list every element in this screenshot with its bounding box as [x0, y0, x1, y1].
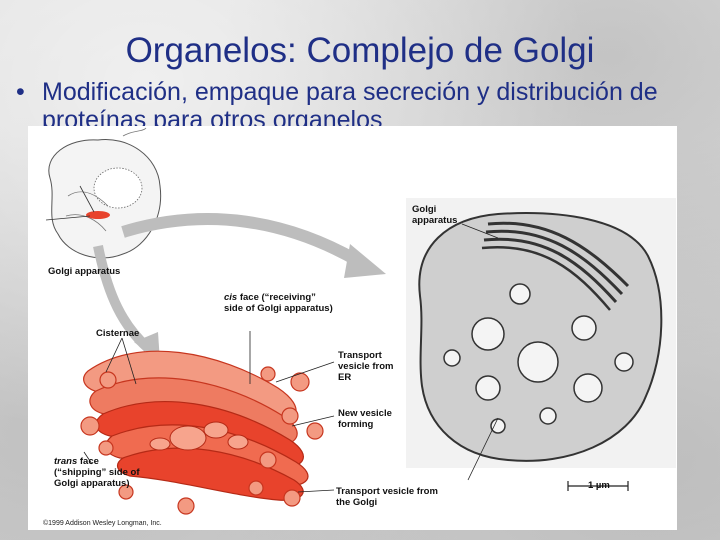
bullet-marker: •: [16, 78, 25, 106]
bullet-text: Modificación, empaque para secreción y d…: [42, 78, 658, 134]
leader-lines: [83, 331, 335, 493]
golgi-stack: [83, 350, 309, 501]
label-transport-vesicle-er: Transport vesicle from ER: [338, 350, 394, 383]
label-golgi-apparatus-micrograph: Golgi apparatus: [412, 204, 458, 226]
label-cis-face-term: cis: [224, 292, 238, 303]
label-cisternae: Cisternae: [96, 328, 140, 339]
vesicles: [80, 366, 324, 515]
label-transport-vesicle-golgi: Transport vesicle from the Golgi: [336, 486, 438, 508]
label-trans-face: trans face (“shipping” side of Golgi app…: [54, 456, 149, 489]
golgi-illustration: [45, 127, 676, 515]
label-trans-face-term: trans: [54, 456, 78, 467]
label-cis-face-rest: face (“receiving” side of Golgi apparatu…: [224, 292, 333, 314]
copyright-notice: ©1999 Addison Wesley Longman, Inc.: [43, 520, 162, 527]
label-scale-bar: 1 µm: [588, 480, 610, 491]
zoom-arrow: [93, 213, 386, 362]
slide-title: Organelos: Complejo de Golgi: [125, 31, 595, 70]
label-cis-face: cis face (“receiving” side of Golgi appa…: [224, 292, 334, 314]
label-new-vesicle-forming: New vesicle forming: [338, 408, 392, 430]
golgi-figure: Golgi apparatus cis face (“receiving” si…: [28, 126, 677, 530]
electron-micrograph: [406, 198, 676, 491]
label-trans-face-rest: face (“shipping” side of Golgi apparatus…: [54, 456, 140, 489]
cell-sketch: [45, 127, 162, 259]
label-golgi-apparatus-left: Golgi apparatus: [48, 266, 121, 277]
